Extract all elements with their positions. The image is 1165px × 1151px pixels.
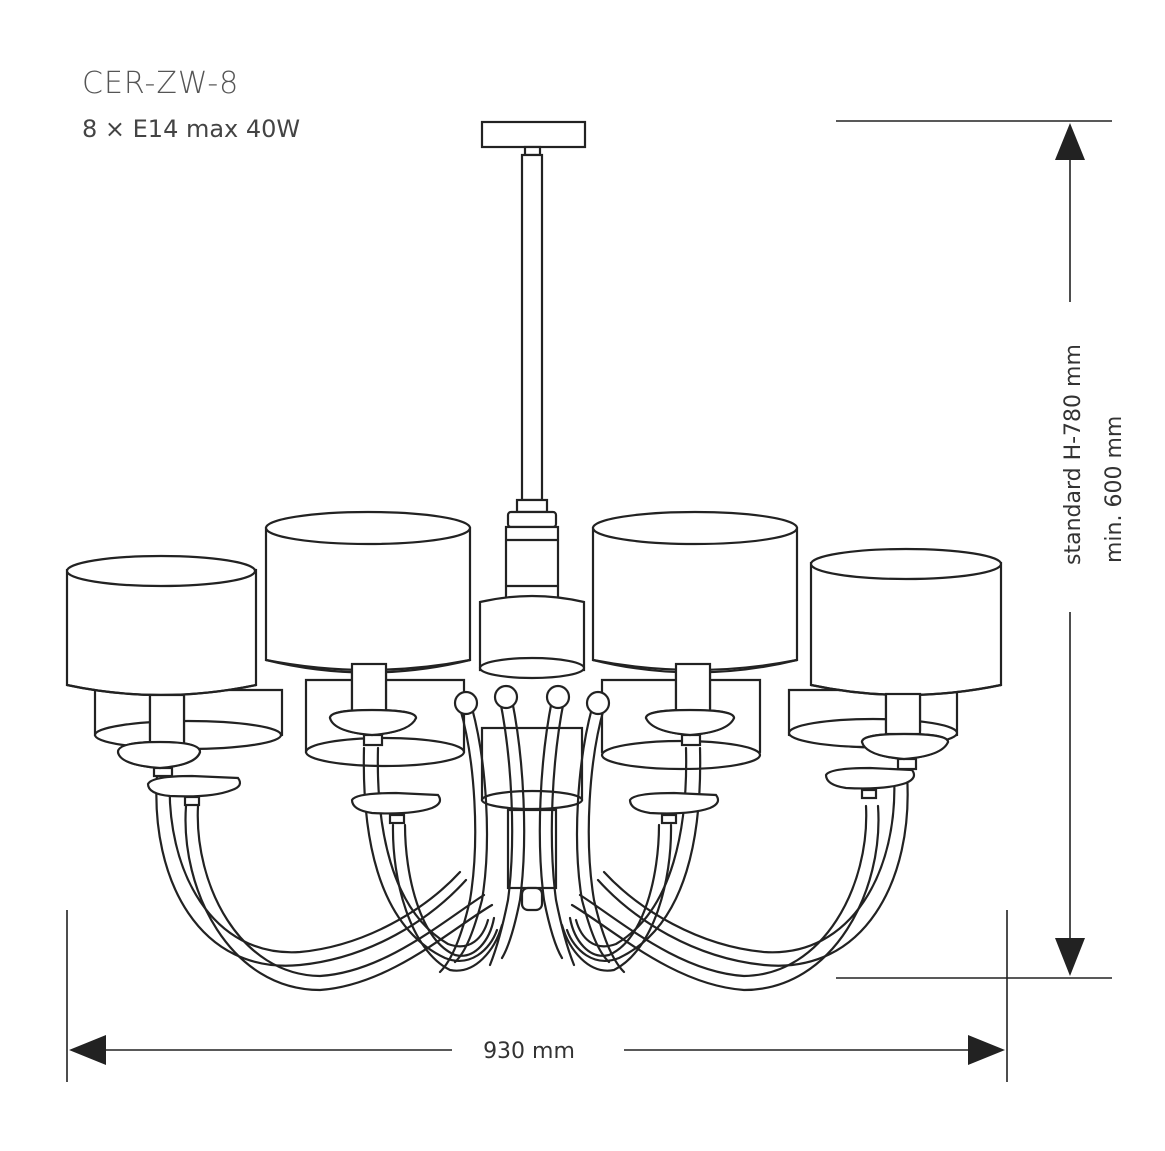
back-cups bbox=[146, 766, 916, 825]
lamp-shade-front-1 bbox=[65, 554, 258, 752]
ceiling-mount bbox=[480, 120, 587, 601]
front-cups bbox=[116, 708, 950, 770]
front-shades bbox=[65, 510, 1003, 752]
central-body bbox=[478, 594, 586, 912]
lamp-shade-front-2 bbox=[264, 510, 472, 716]
decorative-balls bbox=[453, 684, 611, 716]
arms bbox=[155, 698, 909, 992]
model-title: CER-ZW-8 bbox=[82, 66, 240, 101]
height-dimension: standard H-780 mm min. 600 mm bbox=[836, 120, 1127, 979]
lamp-shade-front-4 bbox=[809, 547, 1003, 736]
lamp-shade-back-1 bbox=[93, 688, 284, 751]
bulb-spec: 8 × E14 max 40W bbox=[82, 115, 301, 143]
height-label: standard H-780 mm bbox=[1061, 344, 1086, 565]
width-dimension: 930 mm bbox=[66, 910, 1008, 1082]
min-height-label: min. 600 mm bbox=[1102, 416, 1127, 563]
lamp-shade-front-3 bbox=[591, 510, 799, 716]
width-label: 930 mm bbox=[483, 1039, 575, 1064]
